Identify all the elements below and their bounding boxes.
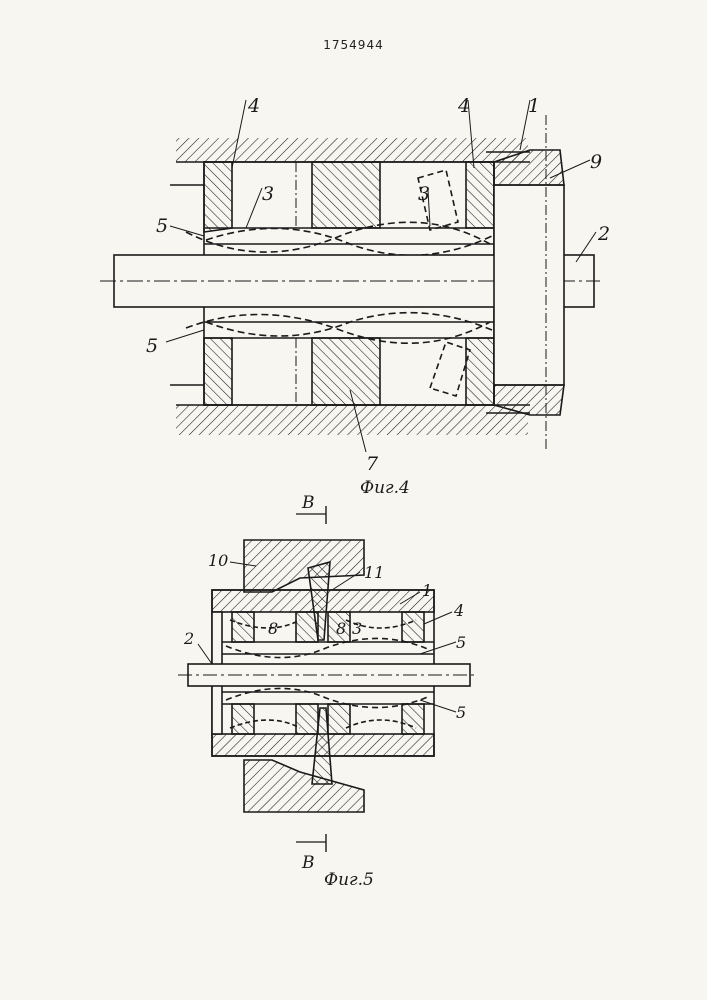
label-5-fig5-top: 5 [456, 633, 466, 652]
figure-4 [100, 100, 600, 452]
middle-block-top [312, 162, 380, 228]
ring-4-right-top [466, 162, 494, 228]
label-3-left: 3 [262, 183, 274, 205]
label-3-right: 3 [418, 183, 430, 205]
end-cap [494, 185, 564, 385]
figure-4-caption: Фиг.4 [360, 478, 410, 498]
label-8-right: 8 [336, 619, 346, 638]
label-1-fig5: 1 [422, 581, 432, 600]
label-8-left: 8 [268, 619, 278, 638]
ring-4-right-bottom [466, 338, 494, 405]
label-4-right: 4 [457, 95, 470, 117]
ring-4-left-bottom [204, 338, 232, 405]
label-1: 1 [528, 95, 540, 117]
label-5-fig5-bottom: 5 [456, 703, 466, 722]
clamp-10-top [244, 540, 364, 592]
ring-4-top-right [402, 612, 424, 642]
figure-5-caption: Фиг.5 [324, 870, 374, 890]
ring-4-left-top [204, 162, 232, 232]
section-marker-bottom: B [301, 853, 315, 873]
middle-block-7 [312, 338, 380, 405]
clamp-bottom [244, 760, 364, 812]
ring-4-top-left [232, 612, 254, 642]
housing-top-hatch [176, 138, 528, 162]
label-3-fig5: 3 [352, 619, 362, 638]
label-7: 7 [366, 453, 379, 475]
label-2-fig5: 2 [183, 629, 194, 648]
section-marker-top: B [301, 493, 315, 513]
label-10: 10 [208, 551, 228, 570]
label-5-bottom: 5 [146, 335, 158, 357]
label-11: 11 [364, 563, 384, 582]
label-2: 2 [597, 223, 610, 245]
housing-bottom-hatch [176, 405, 528, 435]
label-5-top: 5 [156, 215, 168, 237]
label-9: 9 [590, 151, 602, 173]
label-4-left: 4 [247, 95, 260, 117]
label-4-fig5: 4 [453, 601, 464, 620]
